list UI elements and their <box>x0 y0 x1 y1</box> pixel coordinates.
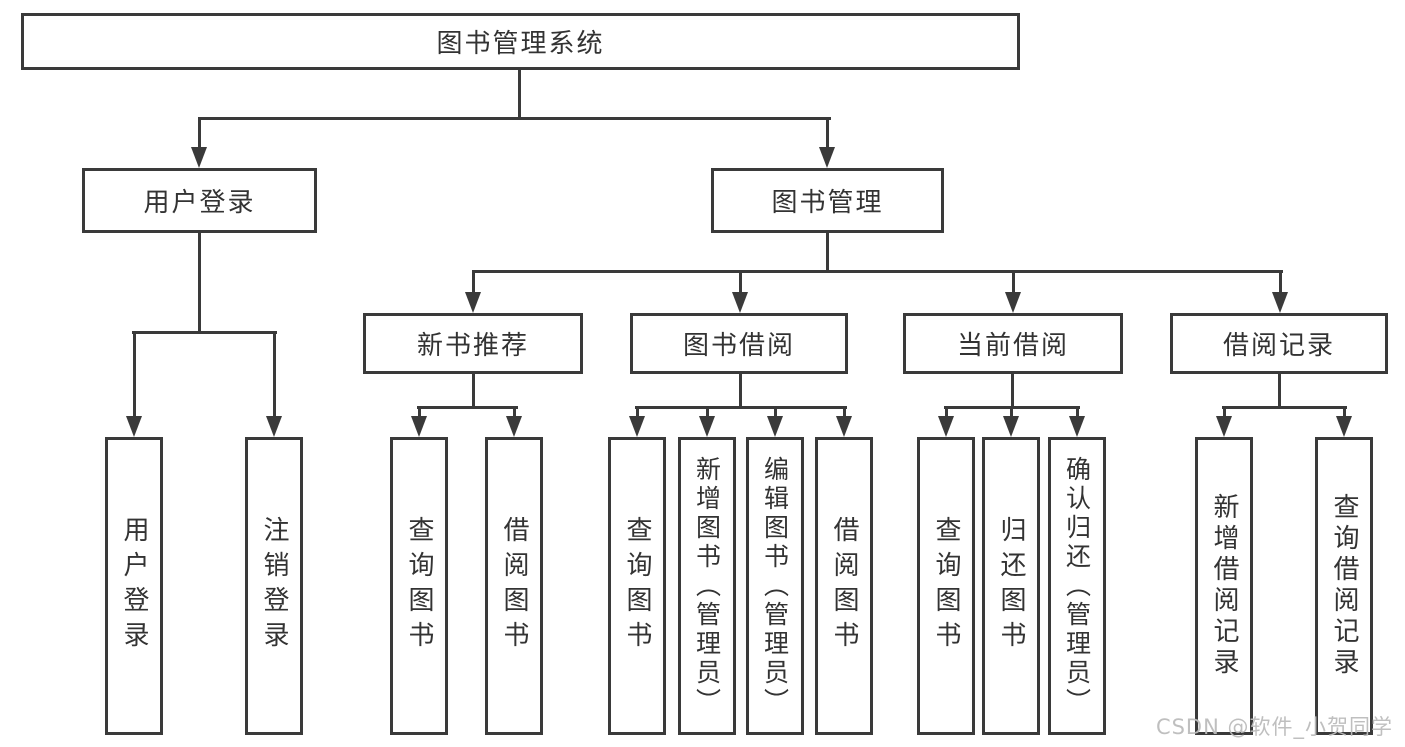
watermark-text: CSDN @软件_小贺同学 <box>1155 715 1393 739</box>
node-leaf-borrow-books-recommend: 借阅图书 <box>485 437 543 735</box>
connector-arrow-stem <box>132 331 136 421</box>
connector-arrow-stem <box>842 406 846 421</box>
node-leaf-edit-books-admin: 编辑图书（管理员） <box>746 437 804 735</box>
connector-arrow-stem <box>1009 406 1013 421</box>
arrow-down-icon <box>1335 416 1352 437</box>
connector-arrow-stem <box>471 270 475 297</box>
connector-arrow-stem <box>417 406 421 421</box>
node-label: 借阅图书 <box>499 516 529 656</box>
connector-line <box>1222 406 1347 409</box>
connector-line <box>739 374 742 409</box>
node-label: 新增图书（管理员） <box>692 455 722 717</box>
arrow-down-icon <box>731 292 748 313</box>
connector-arrow-stem <box>1342 406 1346 421</box>
node-leaf-add-books-admin: 新增图书（管理员） <box>678 437 736 735</box>
node-label: 查询借阅记录 <box>1329 493 1359 679</box>
node-label: 图书借阅 <box>682 331 795 361</box>
arrow-down-icon <box>628 416 645 437</box>
connector-line <box>417 406 518 409</box>
connector-arrow-stem <box>944 406 948 421</box>
connector-arrow-stem <box>1011 270 1015 297</box>
node-label: 图书管理系统 <box>436 29 605 59</box>
node-leaf-query-books-recommend: 查询图书 <box>390 437 448 735</box>
node-borrowing-records: 借阅记录 <box>1170 313 1388 374</box>
arrow-down-icon <box>1002 416 1019 437</box>
arrow-down-icon <box>835 416 852 437</box>
arrow-down-icon <box>410 416 427 437</box>
arrow-down-icon <box>698 416 715 437</box>
connector-arrow-stem <box>635 406 639 421</box>
connector-line <box>472 374 475 409</box>
node-leaf-borrow-books: 借阅图书 <box>815 437 873 735</box>
node-label: 查询图书 <box>622 516 652 656</box>
node-label: 确认归还（管理员） <box>1062 455 1092 717</box>
connector-line <box>518 70 521 120</box>
node-label: 图书管理 <box>771 188 884 218</box>
arrow-down-icon <box>505 416 522 437</box>
node-label: 注销登录 <box>259 516 289 656</box>
connector-line <box>198 117 831 120</box>
arrow-down-icon <box>464 292 481 313</box>
node-label: 用户登录 <box>119 516 149 656</box>
arrow-down-icon <box>1271 292 1288 313</box>
node-label: 用户登录 <box>143 188 256 218</box>
connector-arrow-stem <box>1222 406 1226 421</box>
connector-arrow-stem <box>272 331 276 421</box>
node-leaf-return-books: 归还图书 <box>982 437 1040 735</box>
arrow-down-icon <box>818 147 835 168</box>
connector-line <box>198 233 201 334</box>
node-book-borrowing: 图书借阅 <box>630 313 848 374</box>
node-label: 查询图书 <box>931 516 961 656</box>
node-book-management: 图书管理 <box>711 168 944 233</box>
node-leaf-add-borrow-record: 新增借阅记录 <box>1195 437 1253 735</box>
node-leaf-query-books-borrowing: 查询图书 <box>608 437 666 735</box>
connector-arrow-stem <box>705 406 709 421</box>
node-label: 编辑图书（管理员） <box>760 455 790 717</box>
arrow-down-icon <box>125 416 142 437</box>
node-label: 借阅记录 <box>1222 331 1335 361</box>
node-user-login: 用户登录 <box>82 168 317 233</box>
node-leaf-query-borrow-record: 查询借阅记录 <box>1315 437 1373 735</box>
arrow-down-icon <box>937 416 954 437</box>
node-new-book-recommend: 新书推荐 <box>363 313 583 374</box>
arrow-down-icon <box>766 416 783 437</box>
node-leaf-logout: 注销登录 <box>245 437 303 735</box>
connector-line <box>1011 374 1014 409</box>
node-label: 新增借阅记录 <box>1209 493 1239 679</box>
connector-arrow-stem <box>825 117 829 152</box>
connector-arrow-stem <box>738 270 742 297</box>
node-leaf-query-books-current: 查询图书 <box>917 437 975 735</box>
arrow-down-icon <box>1215 416 1232 437</box>
node-label: 当前借阅 <box>956 331 1069 361</box>
arrow-down-icon <box>1068 416 1085 437</box>
connector-arrow-stem <box>773 406 777 421</box>
node-label: 新书推荐 <box>416 331 529 361</box>
node-current-borrowing: 当前借阅 <box>903 313 1123 374</box>
connector-line <box>635 406 847 409</box>
connector-line <box>826 232 829 273</box>
node-leaf-confirm-return-admin: 确认归还（管理员） <box>1048 437 1106 735</box>
node-label: 借阅图书 <box>829 516 859 656</box>
arrow-down-icon <box>1004 292 1021 313</box>
connector-line <box>132 331 277 334</box>
connector-line <box>1278 374 1281 409</box>
connector-arrow-stem <box>1075 406 1079 421</box>
arrow-down-icon <box>190 147 207 168</box>
connector-arrow-stem <box>1278 270 1282 297</box>
node-leaf-user-login: 用户登录 <box>105 437 163 735</box>
arrow-down-icon <box>265 416 282 437</box>
node-root: 图书管理系统 <box>21 13 1020 70</box>
connector-line <box>472 270 1283 273</box>
node-label: 归还图书 <box>996 516 1026 656</box>
node-label: 查询图书 <box>404 516 434 656</box>
connector-arrow-stem <box>197 117 201 152</box>
connector-arrow-stem <box>512 406 516 421</box>
